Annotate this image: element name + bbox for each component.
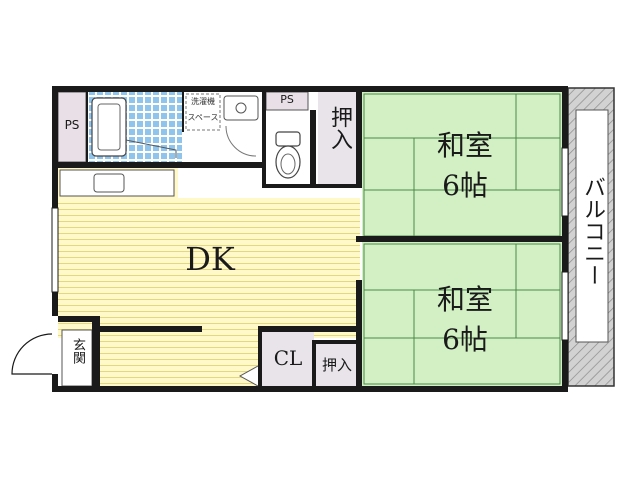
wash-basin	[223, 95, 259, 121]
washitsu-upper-size: 6帖	[442, 169, 488, 202]
washitsu-upper-floor	[362, 92, 562, 238]
laundry-sub-label: スペース	[187, 113, 219, 122]
washitsu-lower-size: 6帖	[442, 323, 488, 356]
washitsu-lower-floor	[362, 242, 562, 386]
ps-left-label: PS	[64, 118, 80, 132]
toilet	[266, 116, 310, 186]
washitsu-lower-name: 和室	[436, 283, 493, 316]
laundry-space	[185, 93, 221, 131]
oshiire-upper-label: 押入	[327, 106, 352, 150]
ps-top-label: PS	[280, 93, 294, 106]
laundry-label: 洗濯機	[191, 97, 215, 106]
cl-door-mark	[238, 365, 259, 387]
cl-space	[262, 332, 314, 386]
balcony-label: バルコニー	[580, 176, 605, 286]
washitsu-upper-name: 和室	[436, 129, 493, 162]
entrance-door	[11, 333, 53, 375]
walls	[52, 86, 568, 392]
windows	[51, 147, 569, 341]
dk-floor	[58, 198, 360, 338]
hallway-floor	[98, 338, 258, 386]
kitchen-sink	[59, 169, 175, 197]
oshiire-upper-space	[318, 92, 358, 184]
bathtub	[91, 97, 127, 157]
balcony	[567, 87, 615, 387]
genkan-label: 玄関	[70, 338, 85, 364]
oshiire-lower-space	[316, 344, 358, 386]
bathroom	[88, 92, 182, 162]
dk-label: DK	[185, 240, 235, 278]
cl-label: CL	[273, 346, 303, 370]
genkan-floor	[61, 329, 93, 387]
oshiire-lower-label: 押入	[321, 356, 352, 374]
washroom	[184, 92, 262, 162]
